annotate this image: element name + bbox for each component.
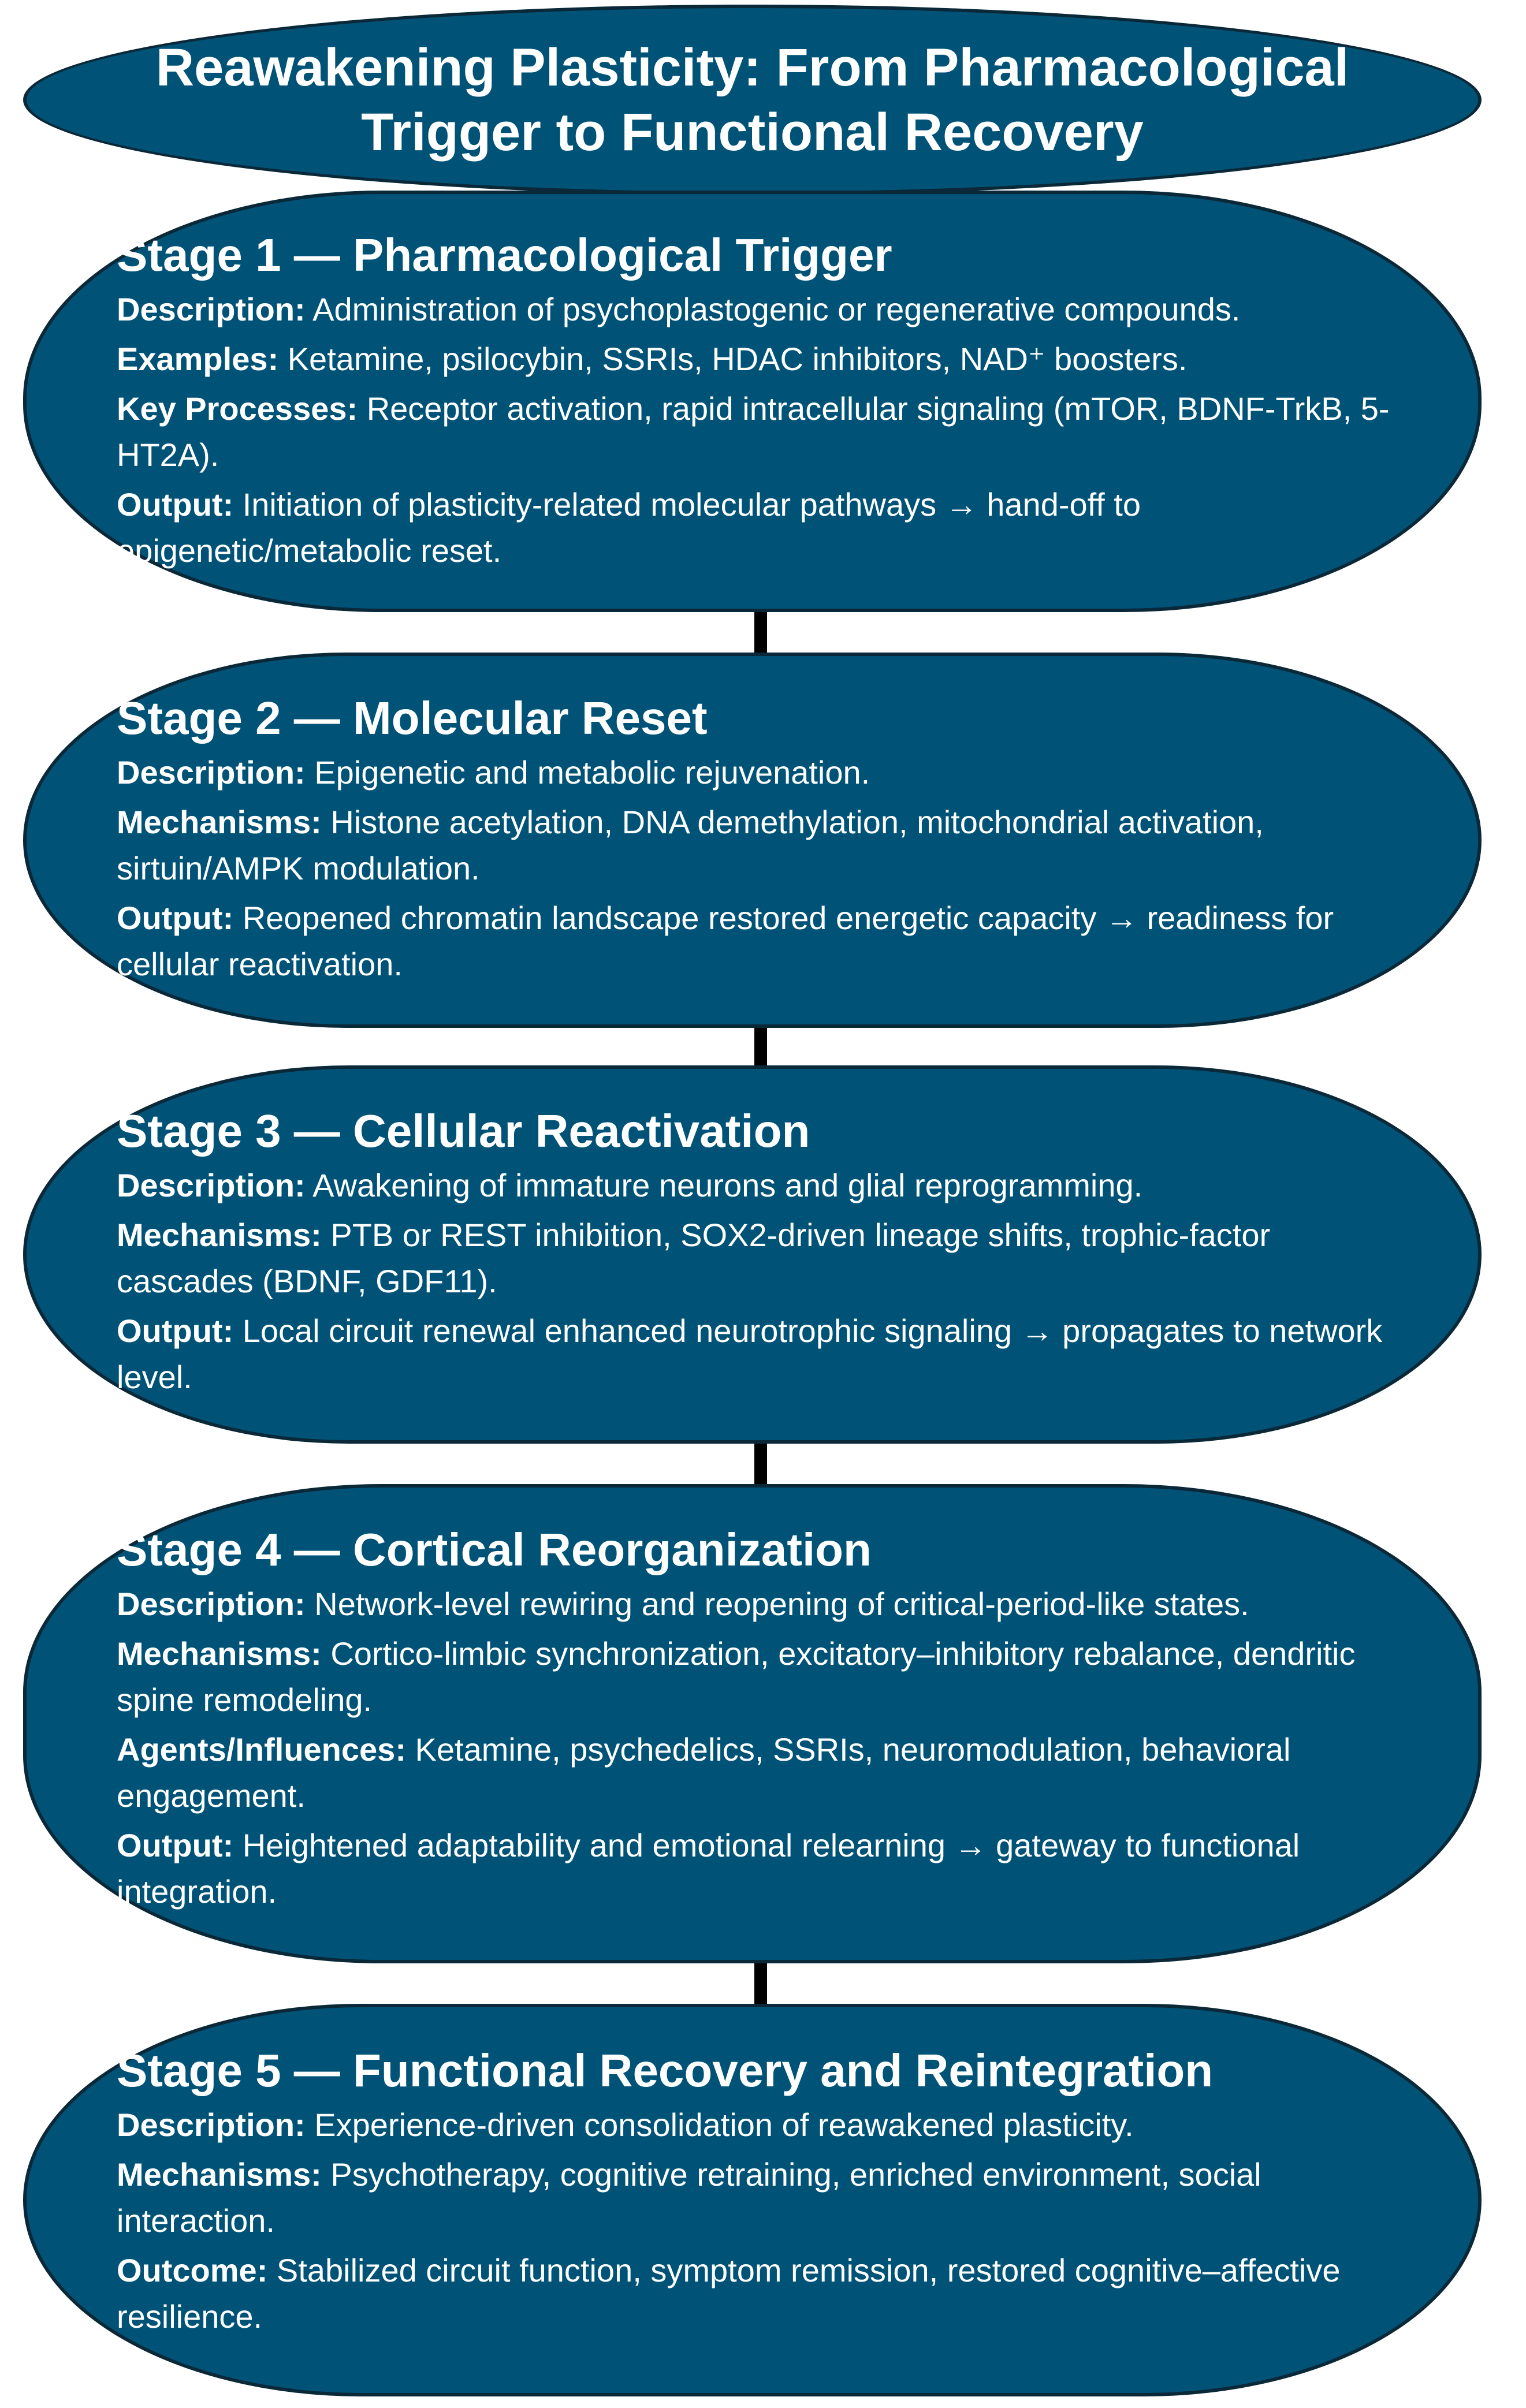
stage-1-title: Stage 1 — Pharmacological Trigger: [117, 229, 892, 281]
connector-1-2: [754, 601, 767, 658]
stage-2-description: Description: Epigenetic and metabolic re…: [117, 750, 1415, 796]
stage-5-title: Stage 5 — Functional Recovery and Reinte…: [117, 2045, 1214, 2096]
field-label: Output:: [117, 1827, 234, 1863]
field-text: Psychotherapy, cognitive retraining, enr…: [117, 2156, 1261, 2239]
stage-4-description: Description: Network-level rewiring and …: [117, 1581, 1415, 1627]
stage-4-agents-influences: Agents/Influences: Ketamine, psychedelic…: [117, 1727, 1415, 1819]
stage-2-output: Output: Reopened chromatin landscape res…: [117, 895, 1415, 987]
field-text: Cortico-limbic synchronization, excitato…: [117, 1635, 1356, 1718]
stage-3-output: Output: Local circuit renewal enhanced n…: [117, 1308, 1415, 1400]
field-text: Epigenetic and metabolic rejuvenation.: [314, 754, 870, 791]
field-text: Administration of psychoplastogenic or r…: [312, 291, 1241, 327]
stage-3-description: Description: Awakening of immature neuro…: [117, 1162, 1415, 1209]
field-label: Key Processes:: [117, 390, 358, 427]
connector-3-4: [754, 1438, 767, 1496]
field-text: Awakening of immature neurons and glial …: [312, 1167, 1143, 1203]
stage-1-description: Description: Administration of psychopla…: [117, 286, 1415, 333]
stage-5-outcome: Outcome: Stabilized circuit function, sy…: [117, 2247, 1415, 2340]
field-label: Mechanisms:: [117, 1635, 322, 1672]
connector-4-5: [754, 1955, 767, 2012]
field-label: Mechanisms:: [117, 1217, 322, 1253]
field-text: Histone acetylation, DNA demethylation, …: [117, 804, 1264, 886]
field-label: Output:: [117, 486, 234, 523]
stage-3-mechanisms: Mechanisms: PTB or REST inhibition, SOX2…: [117, 1212, 1415, 1304]
stage-5-mechanisms: Mechanisms: Psychotherapy, cognitive ret…: [117, 2152, 1415, 2244]
field-text: Experience-driven consolidation of reawa…: [314, 2107, 1134, 2143]
stage-3-title: Stage 3 — Cellular Reactivation: [117, 1105, 810, 1157]
field-label: Examples:: [117, 341, 279, 377]
stage-5-node: Stage 5 — Functional Recovery and Reinte…: [23, 2004, 1482, 2396]
stage-1-node: Stage 1 — Pharmacological Trigger Descri…: [23, 191, 1482, 612]
field-text: Local circuit renewal enhanced neurotrop…: [117, 1313, 1383, 1395]
field-label: Description:: [117, 1167, 306, 1203]
stage-2-mechanisms: Mechanisms: Histone acetylation, DNA dem…: [117, 799, 1415, 892]
field-text: Receptor activation, rapid intracellular…: [117, 390, 1390, 473]
field-text: Ketamine, psychedelics, SSRIs, neuromodu…: [117, 1731, 1291, 1814]
field-text: Ketamine, psilocybin, SSRIs, HDAC inhibi…: [287, 341, 1188, 377]
field-label: Description:: [117, 754, 306, 791]
field-text: Stabilized circuit function, symptom rem…: [117, 2252, 1341, 2335]
stage-1-output: Output: Initiation of plasticity-related…: [117, 482, 1415, 574]
field-label: Outcome:: [117, 2252, 268, 2288]
field-label: Mechanisms:: [117, 804, 322, 840]
stage-4-output: Output: Heightened adaptability and emot…: [117, 1822, 1415, 1915]
stage-3-node: Stage 3 — Cellular Reactivation Descript…: [23, 1065, 1482, 1444]
field-text: Heightened adaptability and emotional re…: [117, 1827, 1300, 1910]
field-label: Output:: [117, 900, 234, 936]
stage-2-title: Stage 2 — Molecular Reset: [117, 692, 708, 744]
stage-4-node: Stage 4 — Cortical Reorganization Descri…: [23, 1484, 1482, 1963]
field-label: Output:: [117, 1313, 234, 1349]
stage-4-title: Stage 4 — Cortical Reorganization: [117, 1524, 872, 1575]
field-label: Mechanisms:: [117, 2156, 322, 2193]
field-text: Network-level rewiring and reopening of …: [314, 1586, 1249, 1622]
diagram-title: Reawakening Plasticity: From Pharmacolog…: [155, 38, 1349, 162]
field-label: Agents/Influences:: [117, 1731, 406, 1768]
connector-2-3: [754, 1016, 767, 1074]
field-label: Description:: [117, 1586, 306, 1622]
stage-1-key-processes: Key Processes: Receptor activation, rapi…: [117, 386, 1415, 478]
field-text: Reopened chromatin landscape restored en…: [117, 900, 1334, 982]
field-label: Description:: [117, 2107, 306, 2143]
title-node: Reawakening Plasticity: From Pharmacolog…: [23, 5, 1482, 195]
field-label: Description:: [117, 291, 306, 327]
field-text: Initiation of plasticity-related molecul…: [117, 486, 1141, 569]
stage-5-description: Description: Experience-driven consolida…: [117, 2102, 1415, 2148]
stage-4-mechanisms: Mechanisms: Cortico-limbic synchronizati…: [117, 1631, 1415, 1723]
field-text: PTB or REST inhibition, SOX2-driven line…: [117, 1217, 1271, 1299]
stage-1-examples: Examples: Ketamine, psilocybin, SSRIs, H…: [117, 336, 1415, 382]
stage-2-node: Stage 2 — Molecular Reset Description: E…: [23, 653, 1482, 1028]
